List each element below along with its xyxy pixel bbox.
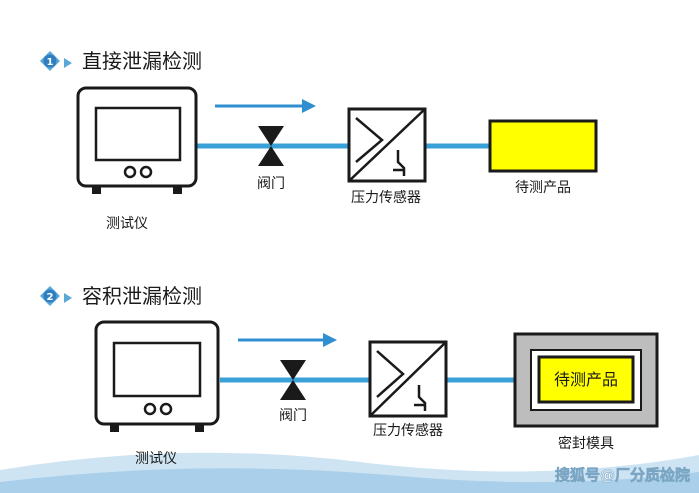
section-2-title: 容积泄漏检测	[82, 284, 202, 308]
pressure-sensor-icon	[368, 340, 448, 418]
tester-device-icon	[94, 320, 220, 432]
badge-circle	[43, 54, 57, 68]
section-direct-leak: 1 直接泄漏检测 测试仪 阀门	[40, 49, 598, 232]
badge-arrow-icon	[64, 293, 72, 303]
valve-label: 阀门	[279, 408, 307, 424]
product-label: 待测产品	[554, 370, 618, 389]
section-1-number: 1	[47, 57, 54, 68]
pressure-sensor-icon	[347, 107, 427, 183]
valve-icon	[258, 126, 284, 166]
sensor-label: 压力传感器	[351, 189, 421, 206]
tester-label: 测试仪	[106, 216, 148, 232]
section-2-badge: 2	[40, 286, 72, 306]
product-box	[488, 119, 598, 173]
section-1-badge: 1	[40, 51, 72, 71]
badge-arrow-icon	[64, 58, 72, 68]
fixture-label: 密封模具	[558, 435, 614, 452]
valve-icon	[280, 360, 306, 400]
section-volume-leak: 2 容积泄漏检测 测试仪 阀门	[40, 284, 659, 467]
sealing-fixture: 待测产品	[513, 332, 659, 428]
watermark: 搜狐号@厂分质检院	[555, 466, 690, 484]
sensor-label: 压力传感器	[373, 422, 443, 439]
badge-circle	[43, 289, 57, 303]
product-box	[537, 355, 635, 404]
wave-dark	[0, 468, 699, 493]
section-2-number: 2	[47, 292, 54, 303]
flow-arrow-icon	[215, 99, 316, 113]
flow-arrow-icon	[238, 333, 337, 347]
background-wave	[0, 452, 699, 493]
tester-device-icon	[76, 86, 198, 194]
tester-label: 测试仪	[135, 451, 177, 467]
valve-label: 阀门	[257, 176, 285, 192]
product-label: 待测产品	[515, 180, 571, 196]
section-1-title: 直接泄漏检测	[82, 49, 202, 73]
